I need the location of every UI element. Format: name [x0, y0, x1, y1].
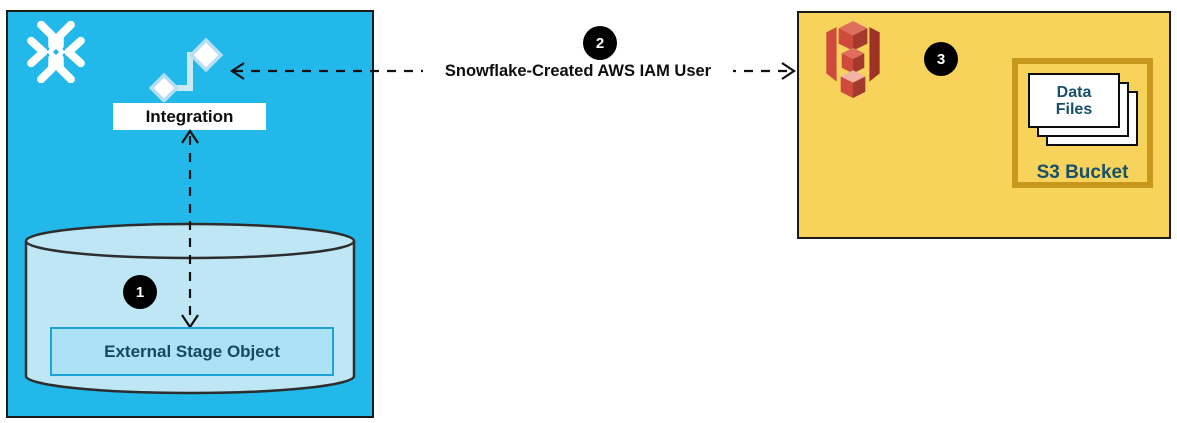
- data-files-label-line1: Data: [1056, 83, 1092, 101]
- snowflake-logo-icon: [27, 21, 85, 83]
- step-badge-2-number: 2: [595, 34, 605, 52]
- s3-bucket-label: S3 Bucket: [1036, 162, 1129, 183]
- s3-bucket-outline: [1012, 58, 1153, 188]
- data-files-label-line2: Files: [1055, 100, 1093, 118]
- integration-label: Integration: [113, 103, 266, 130]
- external-stage-box: External Stage Object: [50, 327, 334, 376]
- integration-icon: [148, 37, 224, 102]
- step-badge-3-number: 3: [936, 50, 946, 68]
- data-file-page-front: Data Files: [1028, 73, 1120, 128]
- step-badge-2: 2: [583, 26, 617, 60]
- step-badge-3: 3: [924, 42, 958, 76]
- external-stage-label: External Stage Object: [104, 341, 280, 361]
- s3-bucket-icon: [826, 21, 880, 98]
- step-badge-1: 1: [123, 275, 157, 309]
- integration-stage-connector: [181, 129, 199, 329]
- iam-user-connector-label: Snowflake-Created AWS IAM User: [423, 62, 733, 81]
- step-badge-1-number: 1: [135, 283, 145, 301]
